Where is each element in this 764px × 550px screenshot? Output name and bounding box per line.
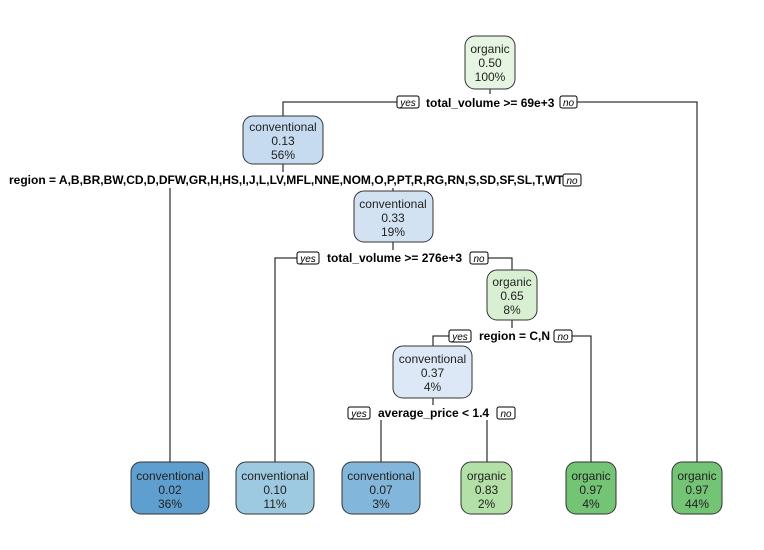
no-badge-text: no	[500, 409, 512, 420]
tree-node-11: organic 0.65 8%	[486, 269, 538, 321]
node-pct: 44%	[685, 497, 709, 511]
no-badge	[469, 251, 489, 265]
no-badge-text: no	[563, 98, 575, 109]
split-label-n2: region = A,B,BR,BW,CD,D,DFW,GR,H,HS,I,J,…	[9, 173, 582, 187]
no-badge-text: no	[473, 254, 485, 265]
node-pct: 4%	[582, 497, 600, 511]
node-pct: 8%	[503, 303, 521, 317]
node-class: organic	[467, 469, 506, 483]
no-badge	[553, 329, 573, 343]
node-class: conventional	[249, 120, 316, 134]
node-prob: 0.10	[263, 483, 287, 497]
node-class: conventional	[136, 469, 203, 483]
tree-leaf-4: organic 0.83 2%	[460, 461, 513, 515]
node-pct: 2%	[478, 497, 496, 511]
tree-node-22: conventional 0.37 4%	[392, 345, 473, 399]
node-pct: 56%	[271, 148, 295, 162]
tree-leaf-5: organic 0.97 4%	[565, 461, 617, 515]
node-class: organic	[492, 275, 531, 289]
edge-root-no	[576, 101, 698, 462]
tree-leaf-6: organic 0.97 44%	[671, 461, 723, 515]
node-class: organic	[470, 42, 509, 56]
node-pct: 11%	[263, 497, 286, 511]
node-pct: 4%	[424, 380, 442, 394]
edge-n5-no	[488, 257, 513, 270]
node-prob: 0.97	[579, 483, 603, 497]
yes-badge-text: yes	[350, 409, 367, 420]
node-box	[565, 461, 617, 515]
tree-node-2: conventional 0.13 56%	[242, 115, 324, 165]
edge-n11-yes	[432, 335, 449, 346]
no-badge	[559, 95, 578, 109]
node-box	[460, 461, 513, 515]
tree-edges	[169, 89, 698, 462]
node-prob: 0.65	[500, 289, 524, 303]
node-box	[235, 461, 315, 515]
tree-leaf-2: conventional 0.10 11%	[235, 461, 315, 515]
node-pct: 36%	[158, 497, 182, 511]
node-box	[341, 461, 421, 515]
yes-badge-text: yes	[399, 98, 416, 109]
node-box	[242, 115, 324, 165]
node-class: conventional	[241, 469, 308, 483]
node-class: conventional	[399, 352, 466, 366]
tree-node-5: conventional 0.33 19%	[353, 190, 434, 243]
node-prob: 0.37	[421, 366, 445, 380]
yes-badge	[448, 329, 472, 343]
node-prob: 0.07	[369, 483, 393, 497]
node-prob: 0.97	[685, 483, 709, 497]
edge-n5-yes	[274, 257, 297, 462]
yes-badge-text: yes	[299, 254, 316, 265]
node-box	[353, 190, 434, 243]
node-pct: 3%	[372, 497, 390, 511]
split-label-n11: region = C,N	[479, 329, 550, 343]
yes-badge	[296, 251, 320, 265]
node-prob: 0.50	[478, 56, 502, 70]
split-label-n22: average_price < 1.4	[378, 406, 489, 420]
edge-n11-no	[572, 335, 592, 462]
no-badge-text: no	[557, 332, 569, 343]
node-prob: 0.02	[158, 483, 182, 497]
node-box	[486, 269, 538, 321]
yes-badge	[396, 95, 420, 109]
node-box	[130, 461, 210, 515]
split-labels: yes total_volume >= 69e+3 no region = A,…	[9, 95, 582, 420]
split-label-n5: total_volume >= 276e+3	[327, 251, 462, 265]
tree-leaf-1: conventional 0.02 36%	[130, 461, 210, 515]
tree-node-root: organic 0.50 100%	[464, 35, 516, 90]
edge-root-yes	[282, 101, 399, 116]
node-class: conventional	[347, 469, 414, 483]
node-class: organic	[677, 469, 716, 483]
node-prob: 0.33	[381, 211, 405, 225]
node-pct: 19%	[381, 225, 405, 239]
no-badge-text: no	[566, 176, 578, 187]
yes-badge-text: yes	[451, 332, 468, 343]
node-prob: 0.13	[271, 134, 295, 148]
yes-badge	[347, 406, 371, 420]
tree-nodes: organic 0.50 100% conventional 0.13 56% …	[130, 35, 723, 515]
no-badge	[562, 173, 582, 187]
node-class: organic	[571, 469, 610, 483]
node-box	[671, 461, 723, 515]
node-prob: 0.83	[475, 483, 499, 497]
node-pct: 100%	[475, 70, 506, 84]
node-box	[392, 345, 473, 399]
tree-leaf-3: conventional 0.07 3%	[341, 461, 421, 515]
node-class: conventional	[359, 197, 426, 211]
no-badge	[496, 406, 516, 420]
node-box	[464, 35, 516, 90]
split-label-root: total_volume >= 69e+3	[426, 96, 555, 110]
